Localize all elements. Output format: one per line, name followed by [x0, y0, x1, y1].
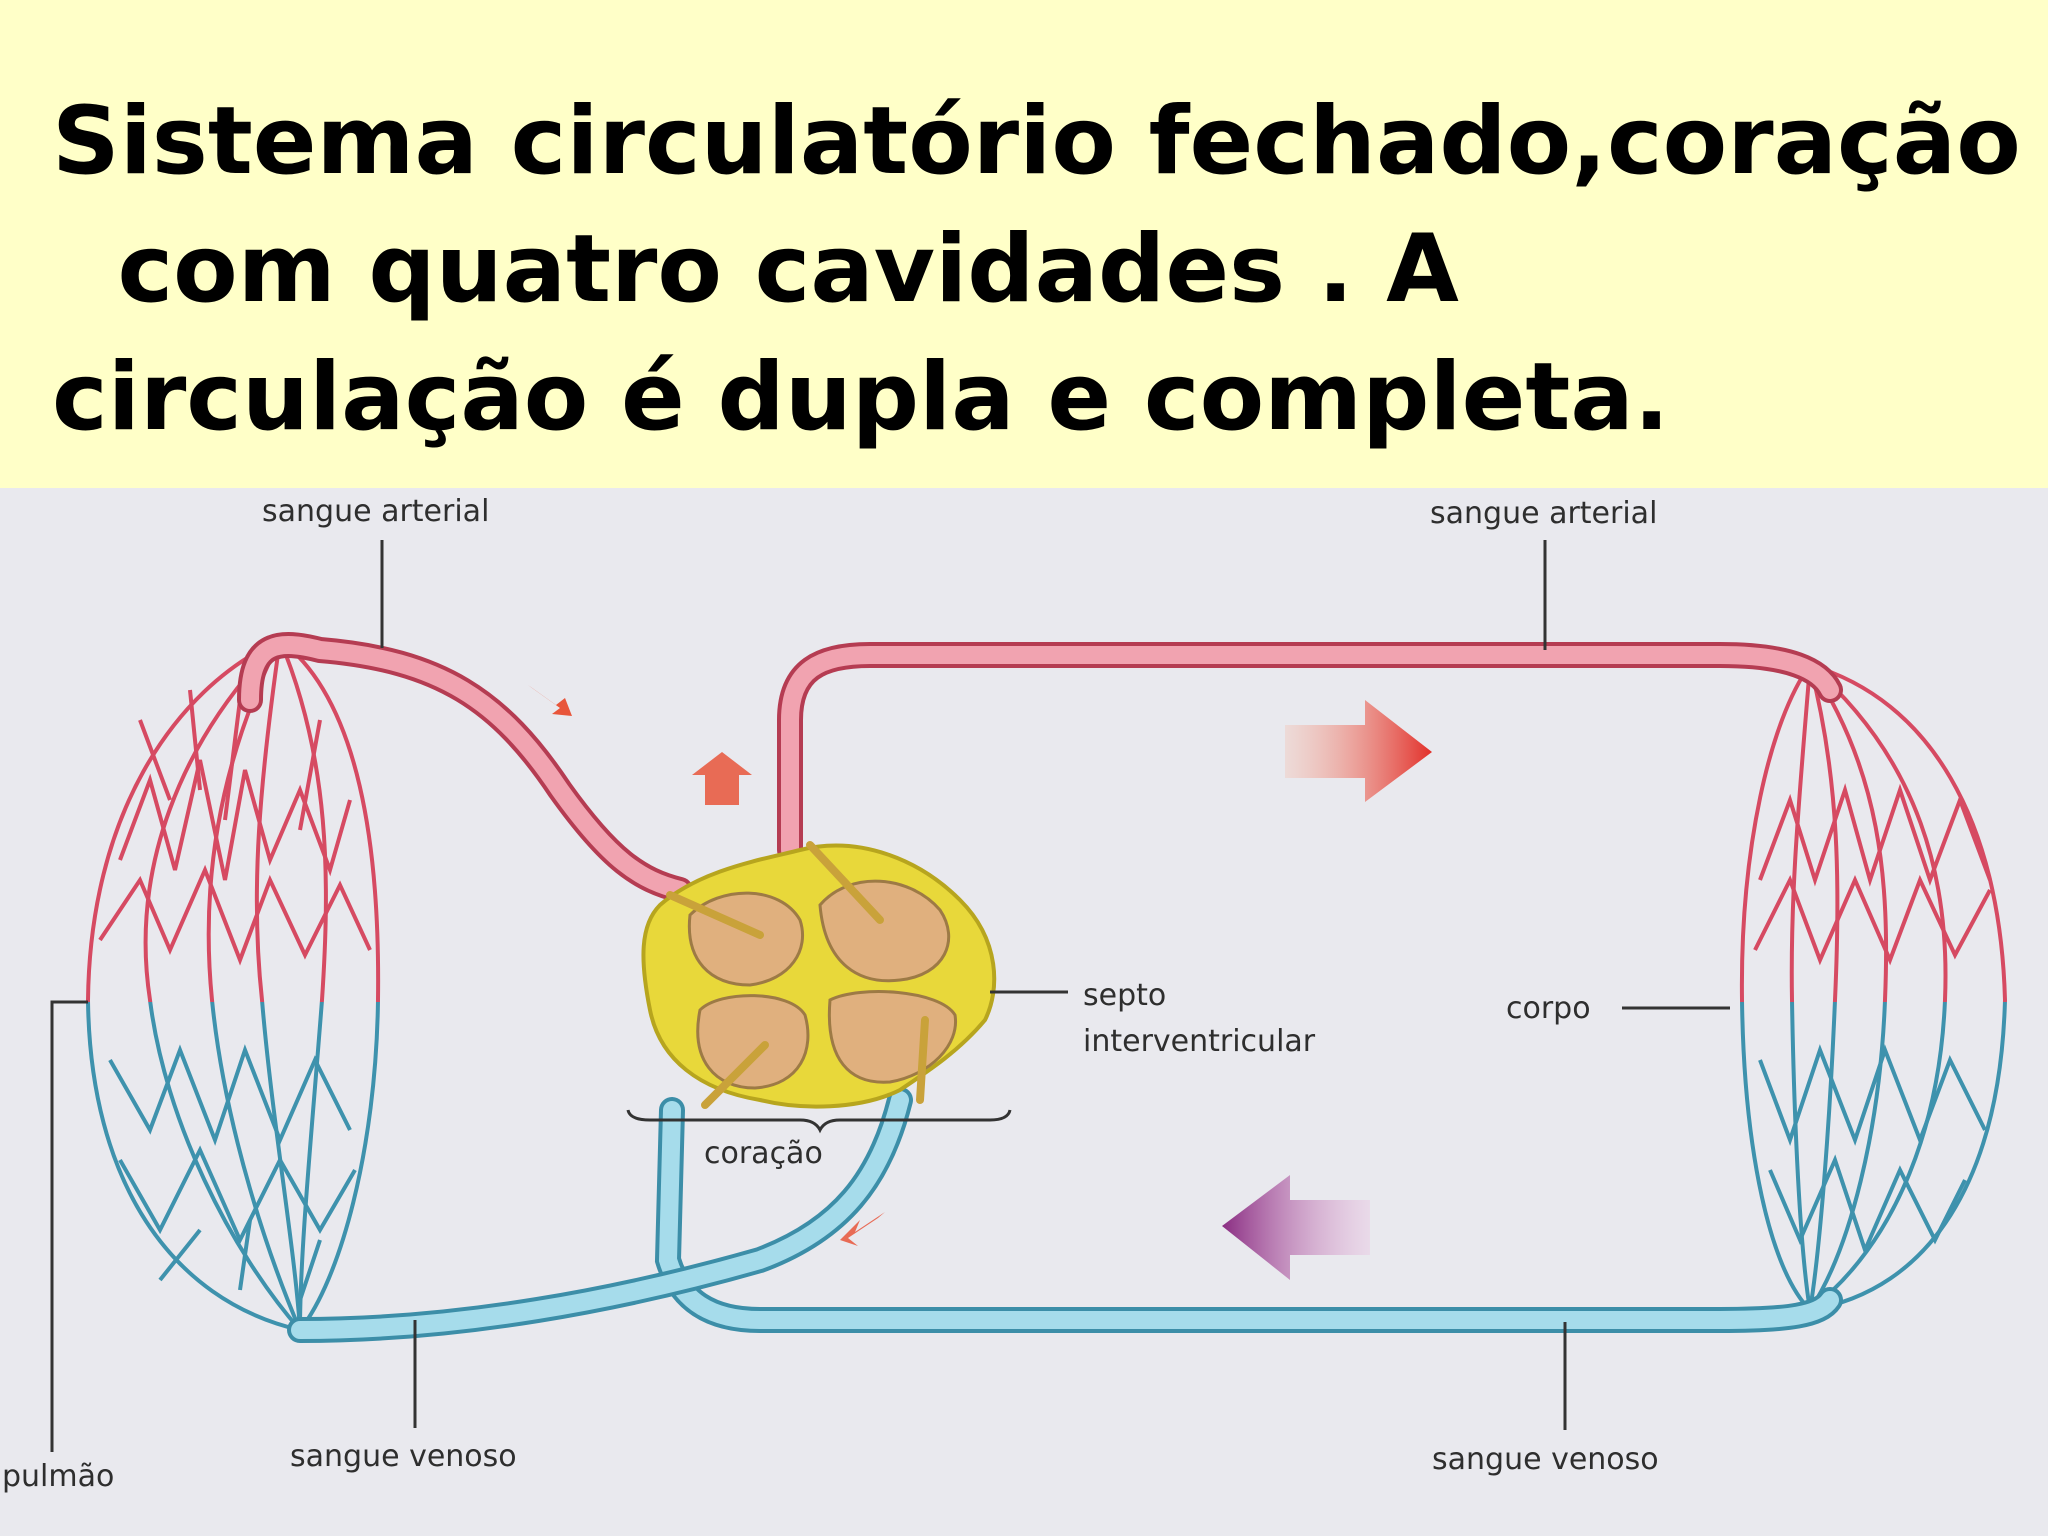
label-corpo: corpo: [1506, 991, 1591, 1026]
label-sangue-arterial-left: sangue arterial: [262, 494, 489, 529]
title-line-2: com quatro cavidades . A: [52, 215, 1459, 324]
flow-arrow-up: [692, 752, 752, 805]
heart-right-atrium: [818, 879, 951, 983]
leader-pulmao: [50, 1000, 88, 1452]
label-septo-line2: interventricular: [1083, 1024, 1316, 1059]
body-capillaries: [1739, 663, 2008, 1312]
flow-arrow-right: [1285, 700, 1432, 802]
heart-left-ventricle: [696, 994, 810, 1090]
label-sangue-venoso-right: sangue venoso: [1432, 1442, 1659, 1477]
label-sangue-venoso-left: sangue venoso: [290, 1439, 517, 1474]
pulmonary-artery: [287, 1087, 913, 1343]
title-line-3: circulação é dupla e completa.: [52, 343, 1670, 452]
flow-arrow-to-lung: [840, 1212, 885, 1246]
flow-arrow-left: [1222, 1175, 1370, 1280]
title-line-1: Sistema circulatório fechado,coração: [52, 87, 2021, 196]
aorta: [777, 642, 1843, 863]
leader-lines: [50, 540, 1730, 1452]
lung-capillaries: [85, 638, 381, 1332]
heart-wall: [641, 843, 997, 1109]
heart: [641, 841, 997, 1109]
label-septo-line1: septo: [1083, 978, 1166, 1013]
heart-right-ventricle: [827, 990, 958, 1084]
pulmonary-vein: [237, 632, 693, 903]
title-band: Sistema circulatório fechado,coração com…: [0, 0, 2048, 488]
coracao-bracket: [626, 1109, 1012, 1134]
label-coracao: coração: [704, 1136, 823, 1171]
label-pulmao: pulmão: [2, 1459, 114, 1494]
label-sangue-arterial-right: sangue arterial: [1430, 496, 1657, 531]
slide-title: Sistema circulatório fechado,coração com…: [52, 78, 2021, 462]
flow-arrow-to-heart: [528, 685, 572, 716]
